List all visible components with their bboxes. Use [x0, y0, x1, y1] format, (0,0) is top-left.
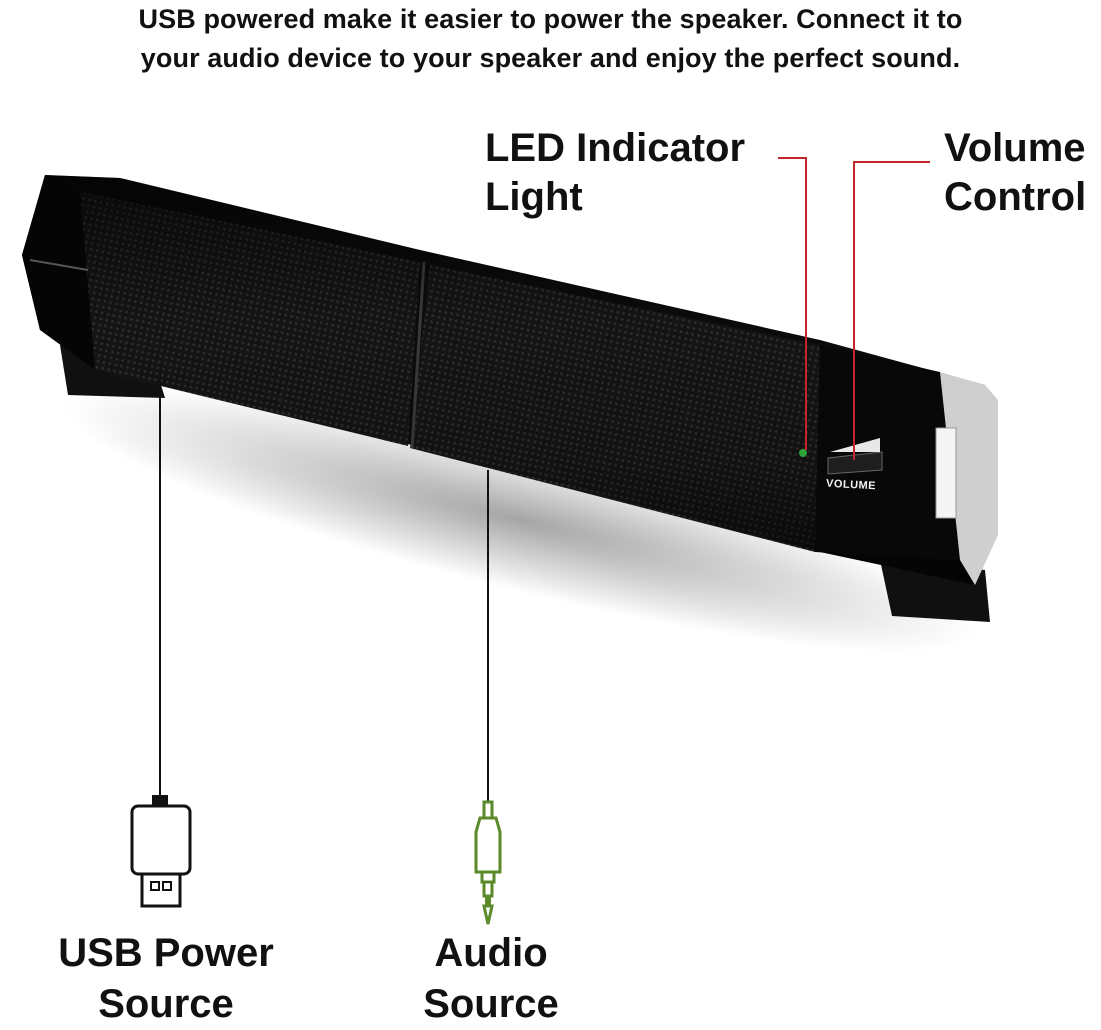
audio-source-label-line-1: Audio: [434, 931, 548, 975]
speaker-shadow: [63, 387, 977, 653]
headline: USB powered make it easier to power the …: [0, 0, 1101, 78]
body-shading: [22, 175, 995, 585]
usb-power-label-line-2: Source: [98, 982, 234, 1026]
volume-callout-line-1: Volume: [944, 126, 1086, 170]
headline-line-1: USB powered make it easier to power the …: [138, 4, 963, 34]
volume-leader-line: [853, 161, 930, 460]
volume-wheel[interactable]: [827, 451, 883, 475]
led-leader-line: [778, 157, 807, 450]
headline-line-2: your audio device to your speaker and en…: [140, 43, 961, 73]
volume-callout-line-2: Control: [944, 175, 1087, 219]
volume-callout: Volume Control: [944, 124, 1086, 222]
speaker-bar: [22, 175, 998, 622]
left-cap-seam: [29, 259, 89, 271]
audio-source-label: Audio Source: [396, 928, 586, 1030]
led-callout-line-1: LED Indicator: [485, 126, 746, 170]
volume-label: VOLUME: [825, 477, 877, 493]
led-callout: LED Indicator Light: [485, 124, 745, 222]
control-end: [815, 345, 960, 560]
end-label-sticker: [935, 427, 957, 519]
usb-power-label: USB Power Source: [36, 928, 296, 1030]
audio-jack-icon: [474, 800, 502, 925]
led-callout-line-2: Light: [485, 175, 583, 219]
audio-source-label-line-2: Source: [423, 982, 559, 1026]
usb-power-label-line-1: USB Power: [58, 931, 274, 975]
usb-plug-icon: [130, 795, 192, 908]
led-indicator: [799, 449, 807, 457]
end-face: [940, 372, 998, 585]
left-end-cap: [22, 175, 95, 370]
